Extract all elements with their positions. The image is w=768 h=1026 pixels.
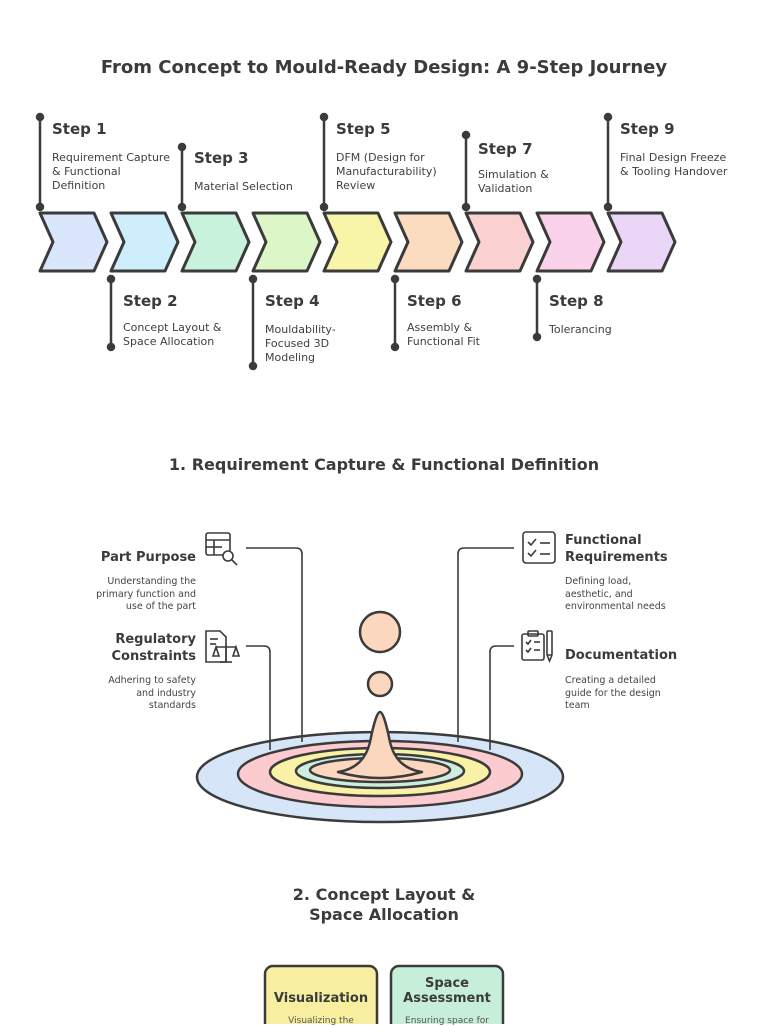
step-5-chevron xyxy=(322,211,393,273)
step-6-title: Step 6 xyxy=(407,292,462,310)
step-5-desc: DFM (Design for Manufacturability) Revie… xyxy=(336,151,437,192)
step-4-chevron xyxy=(251,211,322,273)
step-8-title: Step 8 xyxy=(549,292,604,310)
checklist-icon xyxy=(522,531,556,564)
space-assessment-title-line1: Space xyxy=(425,976,469,991)
documentation-title: Documentation xyxy=(565,648,678,663)
space-assessment-box-shape xyxy=(389,964,505,1024)
table-search-icon xyxy=(205,532,238,566)
part-purpose-title: Part Purpose xyxy=(100,550,196,565)
step-1-chevron xyxy=(38,211,109,273)
section1-title: 1. Requirement Capture & Functional Defi… xyxy=(168,455,600,474)
section2-title-line1: 2. Concept Layout & xyxy=(292,885,476,904)
functional-requirements-title: Functional Requirements xyxy=(565,533,668,565)
space-assessment-desc: Ensuring space for xyxy=(405,1016,489,1026)
droplet-large xyxy=(358,610,402,654)
step-9-desc: Final Design Freeze & Tooling Handover xyxy=(620,151,728,178)
step-9-chevron xyxy=(606,211,677,273)
documentation-desc: Creating a detailed guide for the design… xyxy=(565,675,661,711)
step-6-desc: Assembly & Functional Fit xyxy=(407,321,480,348)
droplet-small xyxy=(366,670,394,698)
visualization-desc: Visualizing the xyxy=(288,1016,354,1026)
step-2-chevron xyxy=(109,211,180,273)
step-1-desc: Requirement Capture & Functional Definit… xyxy=(52,151,170,192)
step-3-chevron xyxy=(180,211,251,273)
section1-leader-lines xyxy=(246,547,514,750)
space-assessment-title-line2: Assessment xyxy=(403,991,491,1006)
visualization-box-shape xyxy=(263,964,379,1024)
step-9-title: Step 9 xyxy=(620,120,675,138)
regulatory-constraints-title: Regulatory Constraints xyxy=(111,632,196,664)
step-8-desc: Tolerancing xyxy=(549,323,612,336)
step-2-title: Step 2 xyxy=(123,292,178,310)
clipboard-pen-icon xyxy=(521,630,553,664)
document-scale-icon xyxy=(205,630,241,663)
step-7-title: Step 7 xyxy=(478,140,533,158)
part-purpose-desc: Understanding the primary function and u… xyxy=(96,576,196,612)
step-2-desc: Concept Layout & Space Allocation xyxy=(123,321,222,348)
regulatory-constraints-desc: Adhering to safety and industry standard… xyxy=(108,675,196,711)
functional-requirements-desc: Defining load, aesthetic, and environmen… xyxy=(565,576,666,612)
step-1-title: Step 1 xyxy=(52,120,107,138)
step-4-title: Step 4 xyxy=(265,292,320,310)
step-7-chevron xyxy=(464,211,535,273)
ripple-graphic xyxy=(195,710,565,824)
step-4-desc: Mouldability-Focused 3D Modeling xyxy=(265,323,336,364)
step-3-title: Step 3 xyxy=(194,149,249,167)
step-5-title: Step 5 xyxy=(336,120,391,138)
section2-title-line2: Space Allocation xyxy=(309,905,459,924)
step-8-chevron xyxy=(535,211,606,273)
visualization-title: Visualization xyxy=(273,991,369,1006)
step-6-chevron xyxy=(393,211,464,273)
step-connectors-bottom xyxy=(106,274,542,371)
step-3-desc: Material Selection xyxy=(194,180,293,193)
step-connectors-top xyxy=(35,112,613,212)
step-7-desc: Simulation & Validation xyxy=(478,168,549,195)
page-title: From Concept to Mould-Ready Design: A 9-… xyxy=(100,57,668,78)
